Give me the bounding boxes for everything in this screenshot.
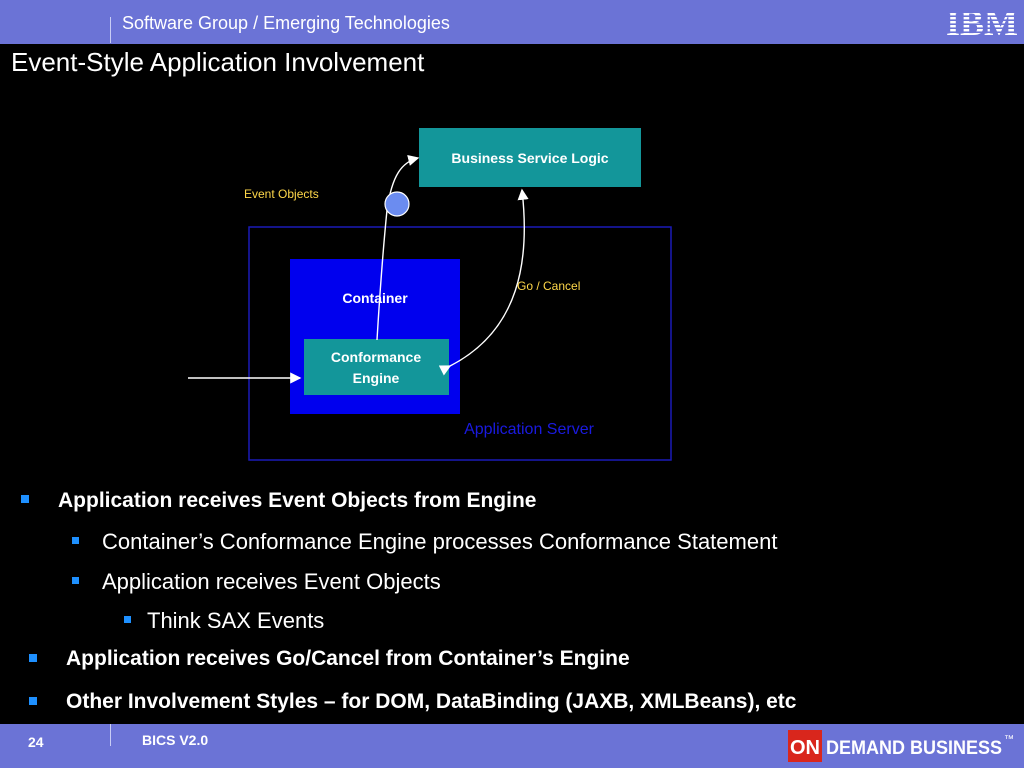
header-separator: [110, 17, 111, 43]
application-server-label: Application Server: [464, 421, 595, 438]
footer-bar: [0, 724, 1024, 768]
page-number: 24: [28, 734, 44, 750]
business-service-logic-label: Business Service Logic: [451, 150, 608, 166]
bullet-marker: [72, 537, 79, 544]
business-service-logic-box: [419, 128, 641, 187]
bullet-text: Other Involvement Styles – for DOM, Data…: [66, 690, 797, 713]
bullet-item: Container’s Conformance Engine processes…: [0, 528, 1024, 556]
engine-label-line1: Conformance: [331, 349, 421, 365]
brand-trademark: ™: [1004, 734, 1014, 745]
ibm-logo: IBM: [946, 5, 1018, 39]
bullet-item: Application receives Go/Cancel from Cont…: [0, 646, 1024, 674]
go-cancel-label: Go / Cancel: [517, 279, 580, 293]
header-title: Software Group / Emerging Technologies: [122, 13, 450, 33]
engine-label-line2: Engine: [353, 370, 400, 386]
bullet-item: Application receives Event Objects: [0, 568, 1024, 596]
event-flow-arrow: [376, 154, 420, 341]
on-demand-business-logo: ON DEMAND BUSINESS ™: [788, 730, 1014, 762]
header-bar: [0, 0, 1024, 44]
bullet-marker: [29, 654, 37, 662]
footer-version: BICS V2.0: [142, 732, 209, 748]
bullet-marker: [21, 495, 29, 503]
bullet-item: Application receives Event Objects from …: [0, 488, 1024, 516]
bullet-text: Container’s Conformance Engine processes…: [102, 529, 778, 554]
bullet-text: Think SAX Events: [147, 608, 325, 633]
bullet-item: Other Involvement Styles – for DOM, Data…: [0, 689, 1024, 717]
brand-text: DEMAND BUSINESS: [826, 738, 1002, 759]
go-cancel-arrow: [438, 188, 529, 376]
bullet-marker: [72, 577, 79, 584]
container-label: Container: [342, 290, 408, 306]
svg-text:IBM: IBM: [946, 5, 1018, 39]
page-title: Event-Style Application Involvement: [11, 47, 425, 77]
on-badge: [788, 730, 822, 762]
bullet-marker: [29, 697, 37, 705]
bullet-text: Application receives Event Objects: [102, 569, 441, 594]
bullet-text: Application receives Event Objects from …: [58, 489, 537, 512]
footer-separator: [110, 724, 111, 746]
conformance-engine-box: [304, 339, 449, 395]
bullet-item: Think SAX Events: [0, 607, 1024, 635]
event-object-token: [384, 191, 410, 217]
architecture-diagram: Application Server Container Conformance…: [188, 128, 672, 461]
bullet-marker: [124, 616, 131, 623]
event-objects-label: Event Objects: [244, 187, 319, 201]
on-badge-text: ON: [790, 737, 820, 759]
bullet-text: Application receives Go/Cancel from Cont…: [66, 647, 630, 670]
